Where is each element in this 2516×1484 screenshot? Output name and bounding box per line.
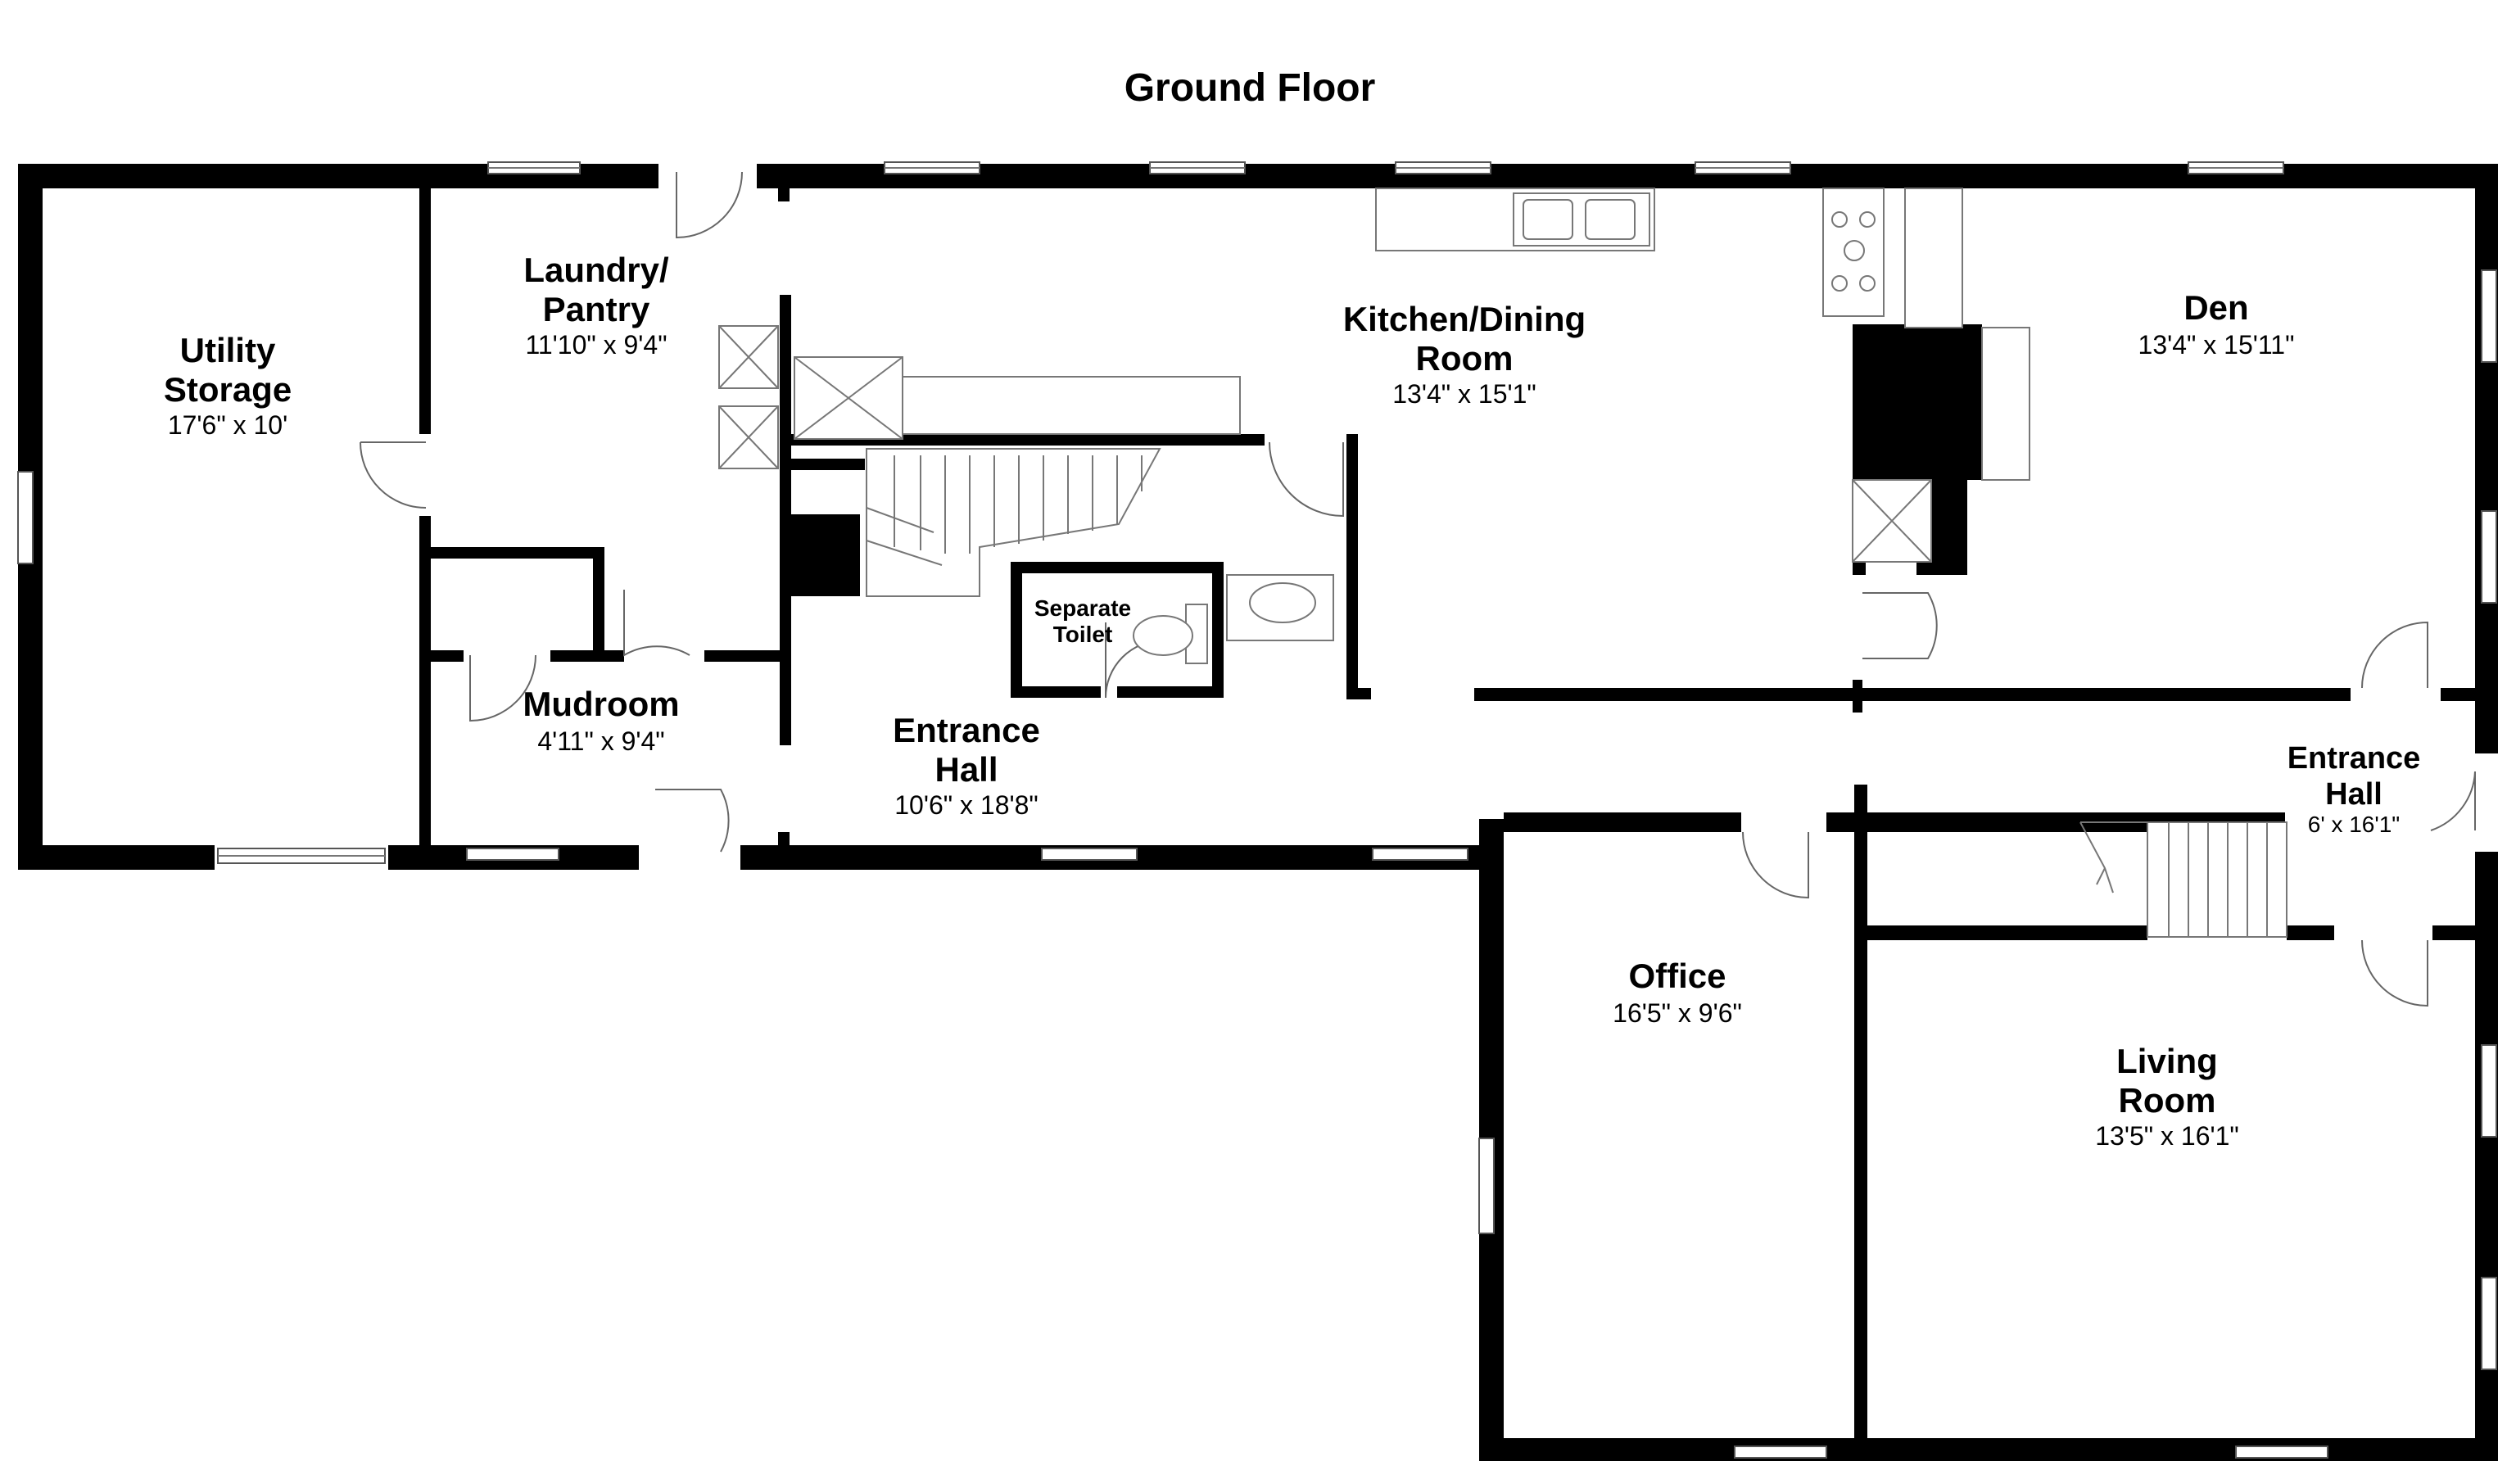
wc [1133, 604, 1208, 664]
svg-text:Hall: Hall [934, 750, 998, 789]
svg-text:Entrance: Entrance [2287, 741, 2421, 776]
svg-text:Mudroom: Mudroom [523, 685, 679, 723]
svg-text:Den: Den [2183, 288, 2248, 327]
windows [17, 161, 2497, 1459]
fixtures [718, 188, 2287, 938]
floor-title: Ground Floor [1125, 66, 1376, 110]
svg-text:17'6" x 10': 17'6" x 10' [168, 410, 287, 440]
svg-text:13'4" x 15'11": 13'4" x 15'11" [2138, 330, 2295, 360]
basin [1226, 574, 1334, 641]
room-label-living-room: Living Room 13'5" x 16'1" [2095, 1042, 2239, 1151]
laundry-appliances [718, 325, 903, 469]
svg-text:Office: Office [1628, 957, 1726, 995]
room-label-laundry-pantry: Laundry/ Pantry 11'10" x 9'4" [523, 251, 669, 360]
svg-text:11'10" x 9'4": 11'10" x 9'4" [525, 330, 667, 360]
svg-text:10'6" x 18'8": 10'6" x 18'8" [894, 790, 1039, 820]
svg-text:16'5" x 9'6": 16'5" x 9'6" [1613, 998, 1742, 1028]
svg-text:Toilet: Toilet [1053, 622, 1113, 647]
svg-text:Utility: Utility [180, 331, 276, 369]
svg-text:Kitchen/Dining: Kitchen/Dining [1343, 300, 1586, 338]
svg-text:13'4" x 15'1": 13'4" x 15'1" [1392, 379, 1536, 409]
room-label-entrance-hall-main: Entrance Hall 10'6" x 18'8" [893, 711, 1040, 820]
svg-text:Room: Room [2119, 1081, 2216, 1120]
svg-text:Room: Room [1416, 339, 1514, 378]
svg-text:Hall: Hall [2325, 777, 2383, 812]
svg-text:4'11" x 9'4": 4'11" x 9'4" [537, 726, 664, 756]
svg-text:Storage: Storage [164, 370, 292, 409]
east-stairs [2079, 821, 2287, 938]
kitchen-sink [1375, 188, 1655, 251]
main-stairs [866, 448, 1161, 597]
svg-text:Laundry/: Laundry/ [523, 251, 669, 289]
room-label-office: Office 16'5" x 9'6" [1613, 957, 1742, 1028]
room-label-separate-toilet: Separate Toilet [1034, 595, 1131, 647]
room-label-utility-storage: Utility Storage 17'6" x 10' [164, 331, 292, 440]
cooker [1822, 188, 1885, 317]
walls [18, 164, 2498, 1461]
svg-text:Entrance: Entrance [893, 711, 1040, 749]
room-label-entrance-hall-east: Entrance Hall 6' x 16'1" [2287, 741, 2421, 837]
svg-text:6' x 16'1": 6' x 16'1" [2308, 812, 2400, 837]
svg-text:13'5" x 16'1": 13'5" x 16'1" [2095, 1121, 2239, 1151]
svg-text:Living: Living [2116, 1042, 2218, 1080]
doors [360, 171, 2476, 1007]
room-label-kitchen-dining: Kitchen/Dining Room 13'4" x 15'1" [1343, 300, 1586, 409]
room-label-den: Den 13'4" x 15'11" [2138, 288, 2295, 360]
svg-text:Pantry: Pantry [543, 290, 650, 328]
svg-text:Separate: Separate [1034, 595, 1131, 621]
room-label-mudroom: Mudroom 4'11" x 9'4" [523, 685, 679, 756]
